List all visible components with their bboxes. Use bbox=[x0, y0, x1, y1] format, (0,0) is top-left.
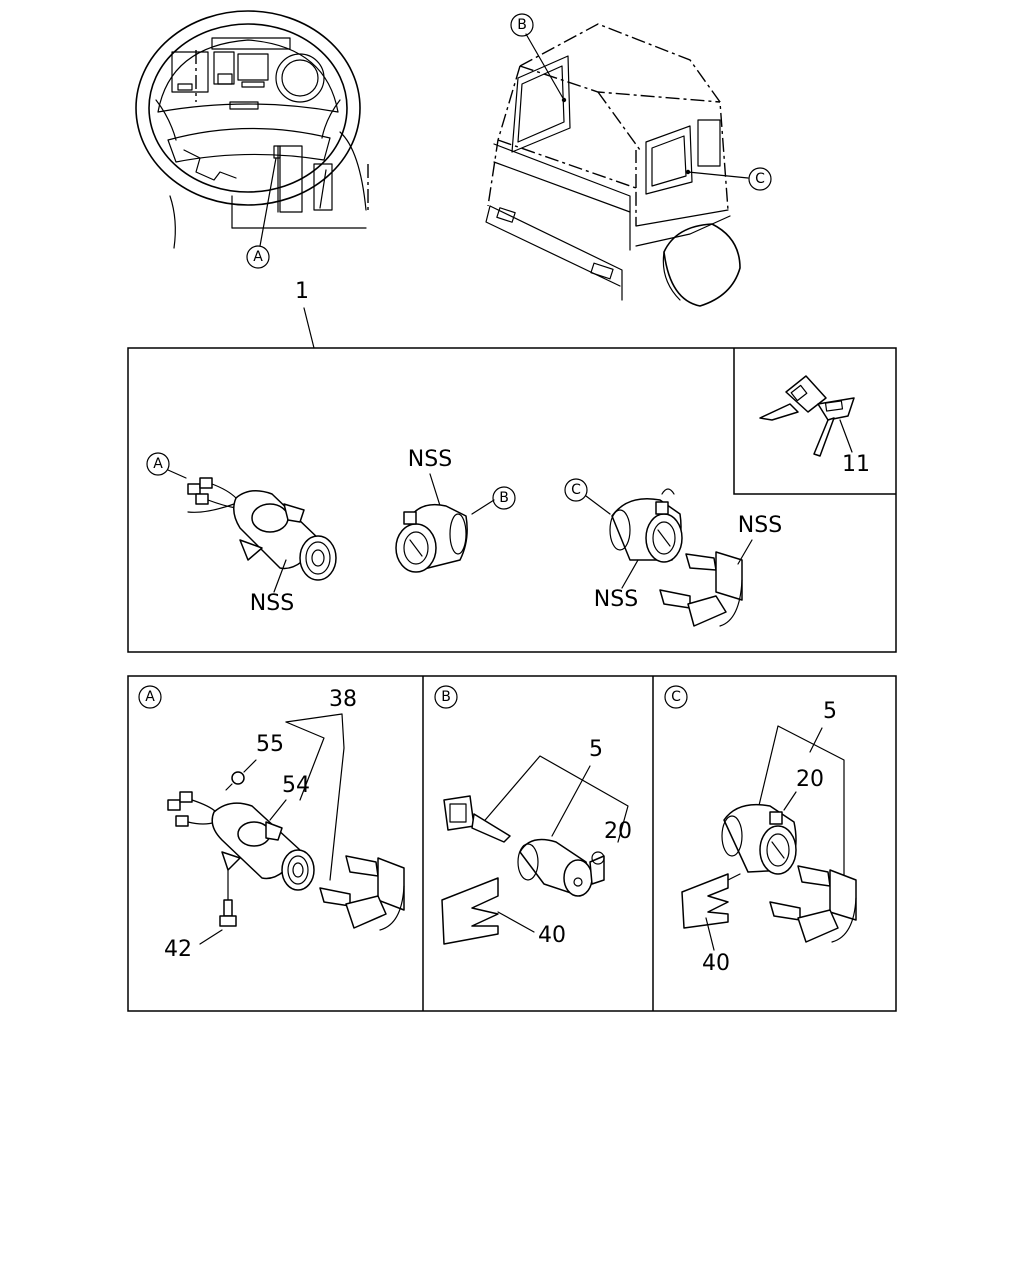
steering-wheel-illustration: A bbox=[135, 10, 369, 269]
assembly-callout-a: A bbox=[153, 456, 163, 472]
part-label-38: 38 bbox=[329, 687, 357, 712]
detail-a: A 38 55 54 42 bbox=[138, 685, 405, 962]
detail-c: C 5 20 40 bbox=[664, 685, 857, 976]
part-label-5-c: 5 bbox=[823, 699, 837, 724]
door-lock-cylinder-c-illustration: C NSS NSS bbox=[564, 478, 782, 627]
nss-label-lock-c: NSS bbox=[594, 587, 638, 612]
detail-boxes-frame bbox=[127, 675, 897, 1012]
assembly-callout-b: B bbox=[499, 490, 509, 506]
detail-b: B 5 20 40 bbox=[434, 685, 632, 948]
part-label-1: 1 bbox=[295, 279, 309, 304]
ignition-switch-illustration: A NSS bbox=[146, 452, 337, 616]
detail-b-callout: B bbox=[441, 689, 451, 705]
part-label-40-b: 40 bbox=[538, 923, 566, 948]
part-label-40-c: 40 bbox=[702, 951, 730, 976]
nss-label-keys: NSS bbox=[738, 513, 782, 538]
detail-a-callout: A bbox=[145, 689, 155, 705]
part-label-42: 42 bbox=[164, 937, 192, 962]
callout-b: B bbox=[517, 17, 527, 33]
assembly-callout-c: C bbox=[571, 482, 581, 498]
key-blanks-illustration: 11 bbox=[759, 375, 870, 477]
part-label-20-c: 20 bbox=[796, 767, 824, 792]
assembly-box: 1 bbox=[127, 279, 897, 653]
nss-label-ignition: NSS bbox=[250, 591, 294, 616]
callout-c: C bbox=[755, 171, 765, 187]
nss-label-lock-b: NSS bbox=[408, 447, 452, 472]
part-label-20-b: 20 bbox=[604, 819, 632, 844]
detail-c-callout: C bbox=[671, 689, 681, 705]
part-label-5-b: 5 bbox=[589, 737, 603, 762]
door-lock-cylinder-b-illustration: NSS B bbox=[395, 447, 516, 573]
part-label-54: 54 bbox=[282, 773, 310, 798]
part-label-11: 11 bbox=[842, 452, 870, 477]
truck-cab-illustration: B C bbox=[485, 13, 772, 307]
callout-a: A bbox=[253, 249, 263, 265]
part-label-55: 55 bbox=[256, 732, 284, 757]
